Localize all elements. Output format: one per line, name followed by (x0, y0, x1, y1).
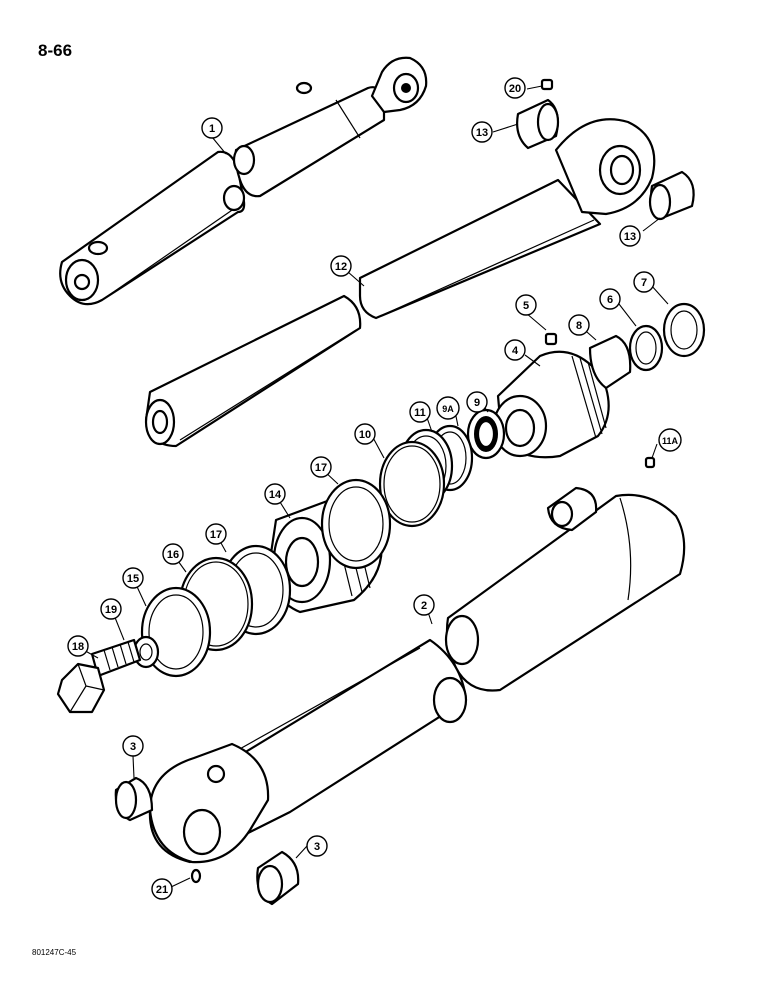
svg-text:4: 4 (512, 345, 519, 357)
callout-16: 16 (162, 543, 184, 565)
svg-text:19: 19 (105, 604, 117, 616)
callout-3-right: 3 (306, 835, 328, 857)
svg-text:13: 13 (476, 127, 488, 139)
callout-12: 12 (330, 255, 352, 277)
svg-text:9A: 9A (442, 404, 454, 414)
svg-text:17: 17 (210, 529, 222, 541)
svg-text:20: 20 (509, 83, 521, 95)
callout-9: 9 (466, 391, 488, 413)
svg-text:11A: 11A (662, 436, 679, 446)
callout-10: 10 (354, 423, 376, 445)
svg-text:7: 7 (641, 277, 647, 289)
svg-text:6: 6 (607, 294, 613, 306)
callout-7: 7 (633, 271, 655, 293)
piston-rod (144, 118, 656, 448)
ring-17-right (320, 478, 392, 570)
callout-14: 14 (264, 483, 286, 505)
bushing-13-lower (648, 170, 695, 221)
svg-text:3: 3 (314, 841, 320, 853)
fitting-11A (644, 456, 656, 469)
page-number: 8-66 (38, 41, 73, 60)
svg-text:12: 12 (335, 261, 347, 273)
callout-21: 21 (151, 878, 173, 900)
callout-3-left: 3 (122, 735, 144, 757)
svg-text:18: 18 (72, 641, 84, 653)
svg-text:14: 14 (269, 489, 282, 501)
svg-text:11: 11 (414, 407, 426, 419)
callout-5: 5 (515, 294, 537, 316)
callout-6: 6 (599, 288, 621, 310)
figure-code: 801247C-45 (32, 948, 77, 957)
callout-17-right: 17 (310, 456, 332, 478)
callout-13-upper: 13 (471, 121, 493, 143)
svg-text:5: 5 (523, 300, 529, 312)
svg-text:13: 13 (624, 231, 636, 243)
svg-text:17: 17 (315, 462, 327, 474)
callout-20: 20 (504, 77, 526, 99)
svg-text:3: 3 (130, 741, 136, 753)
callout-15: 15 (122, 567, 144, 589)
bushing-3-left (114, 776, 154, 822)
callout-11: 11 (409, 401, 431, 423)
assembled-cylinder (59, 56, 428, 306)
svg-text:16: 16 (167, 549, 179, 561)
callout-18: 18 (67, 635, 89, 657)
callout-13-lower: 13 (619, 225, 641, 247)
callout-1: 1 (201, 117, 223, 139)
o-ring-10 (378, 440, 446, 528)
callout-9A: 9A (436, 396, 460, 420)
wiper-seal-8 (588, 334, 632, 390)
callout-4: 4 (504, 339, 526, 361)
svg-text:10: 10 (359, 429, 371, 441)
svg-text:15: 15 (127, 573, 139, 585)
callout-19: 19 (100, 598, 122, 620)
cylinder-barrel (148, 486, 686, 884)
svg-text:21: 21 (156, 884, 168, 896)
svg-text:2: 2 (421, 600, 427, 612)
svg-text:9: 9 (474, 397, 480, 409)
callout-17-left: 17 (205, 523, 227, 545)
svg-text:8: 8 (576, 320, 582, 332)
ring-7 (662, 302, 706, 358)
callout-2: 2 (413, 594, 435, 616)
grease-fitting-20 (540, 78, 554, 91)
bolt-18 (56, 638, 142, 714)
bushing-13-upper (516, 98, 560, 150)
seal-6 (628, 324, 664, 372)
gland-4 (492, 332, 610, 459)
callout-8: 8 (568, 314, 590, 336)
svg-text:1: 1 (209, 123, 215, 135)
callout-11A: 11A (658, 428, 682, 452)
bushing-3-right (256, 850, 300, 906)
